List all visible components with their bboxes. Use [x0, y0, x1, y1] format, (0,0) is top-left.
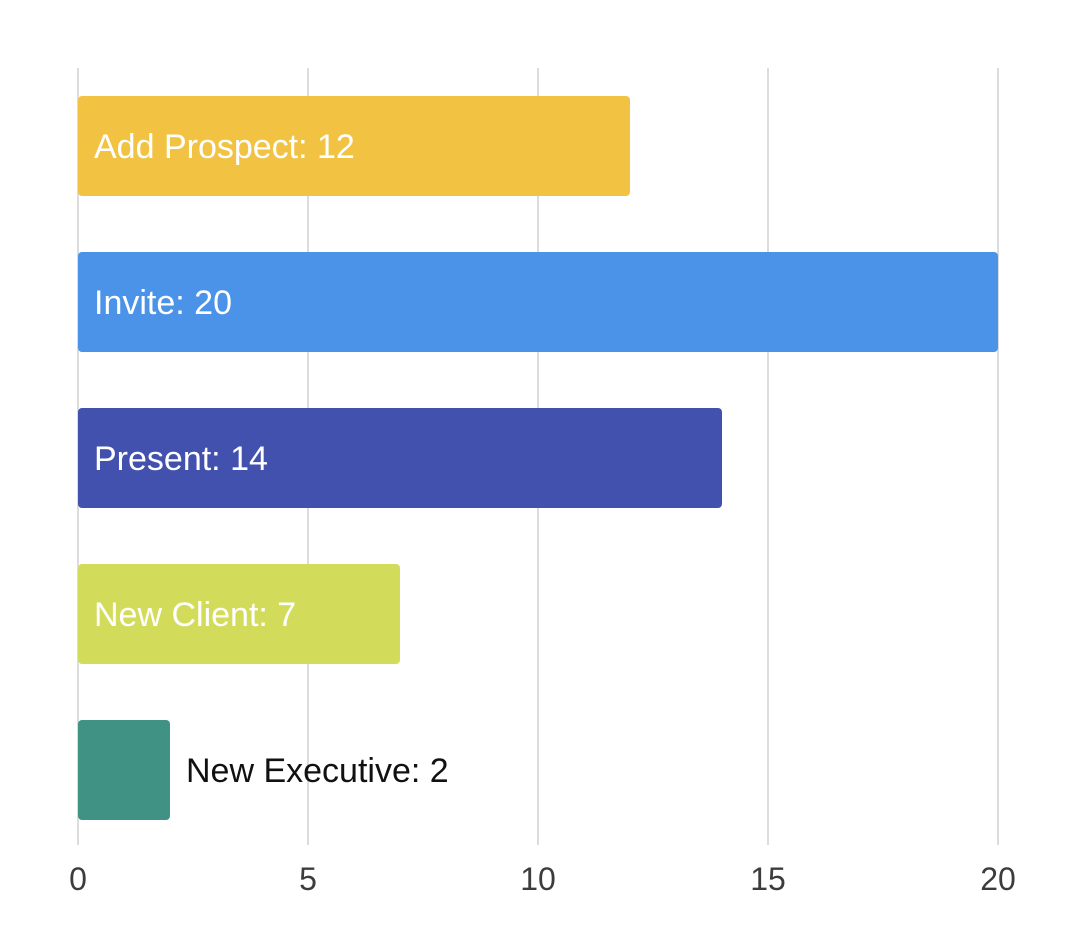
x-axis-ticks: 0 5 10 15 20	[69, 861, 1016, 897]
x-tick-label-0: 0	[69, 861, 87, 897]
bar-label-add-prospect: Add Prospect: 12	[94, 128, 355, 166]
bar-new-client	[78, 564, 400, 664]
bar-invite	[78, 252, 998, 352]
x-tick-label-15: 15	[750, 861, 786, 897]
bar-label-invite: Invite: 20	[94, 284, 232, 322]
bar-layer	[78, 96, 998, 820]
bar-label-present: Present: 14	[94, 440, 268, 478]
bar-present	[78, 408, 722, 508]
x-tick-label-10: 10	[520, 861, 556, 897]
label-layer: Add Prospect: 12 Invite: 20 Present: 14 New…	[94, 128, 449, 790]
x-tick-label-5: 5	[299, 861, 317, 897]
bar-label-new-client: New Client: 7	[94, 596, 296, 634]
bar-label-new-executive: New Executive: 2	[186, 752, 449, 790]
bar-new-executive	[78, 720, 170, 820]
x-tick-label-20: 20	[980, 861, 1016, 897]
bar-add-prospect	[78, 96, 630, 196]
